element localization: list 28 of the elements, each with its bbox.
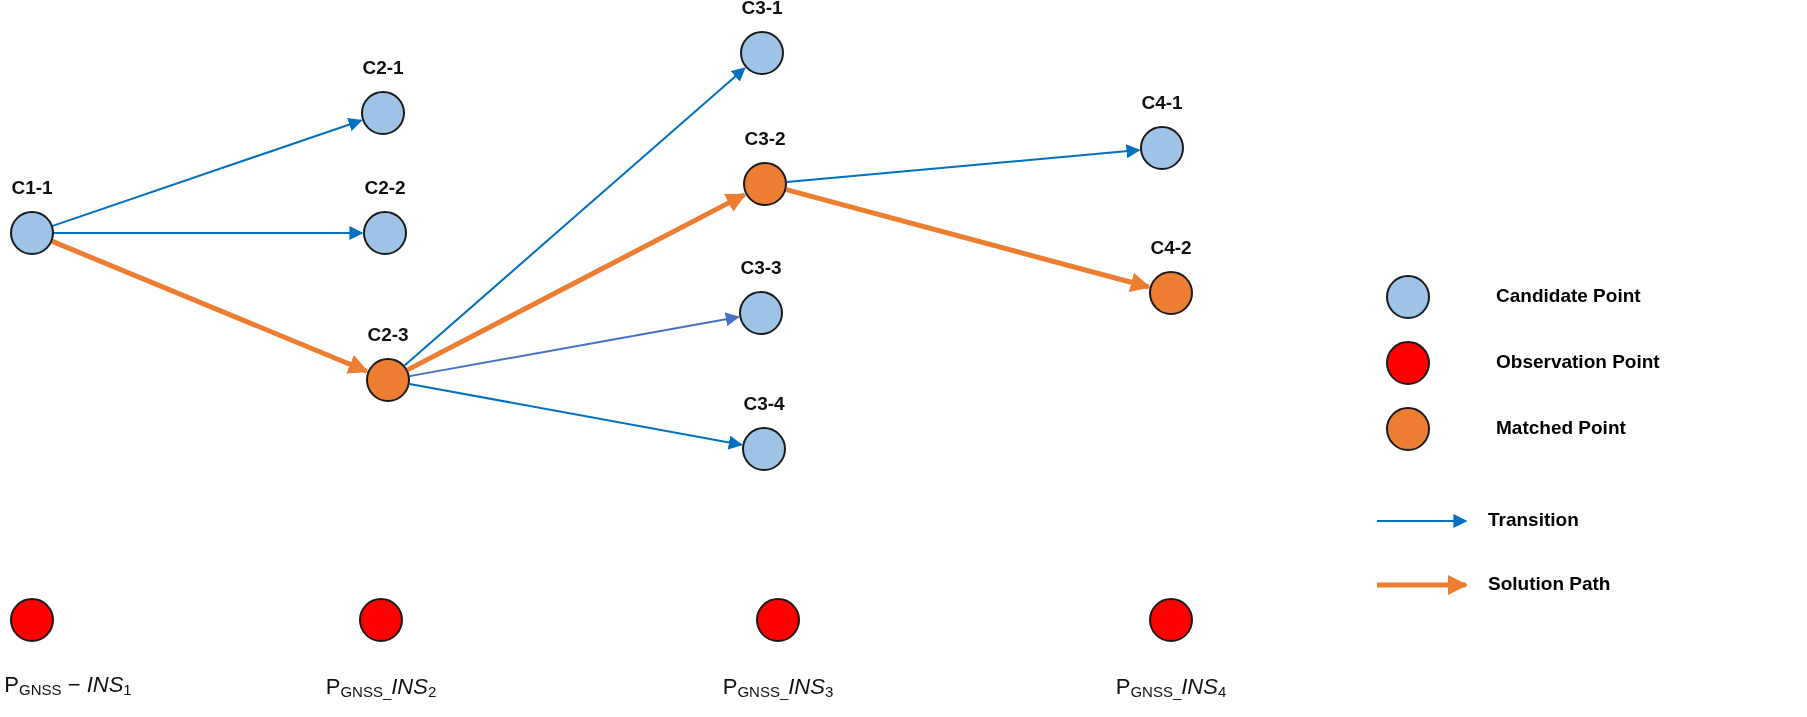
legend-label: Observation Point (1496, 351, 1660, 373)
solution-path-arrow (406, 192, 747, 373)
observation-label: P$_{GNSS_}$INS$_{2}$ (325, 674, 437, 700)
observation-label: P$_{GNSS_}$INS$_{3}$ (722, 674, 834, 700)
point-label: C1-1 (11, 177, 53, 199)
observation-label: P$_{GNSS_}$INS$_{4}$ (1115, 674, 1227, 700)
transition-arrow (785, 144, 1141, 183)
point-label: C2-1 (362, 57, 404, 79)
transition-arrow (53, 226, 364, 240)
legend-label: Matched Point (1496, 417, 1626, 439)
point-label: C4-1 (1141, 92, 1183, 114)
point-label: C3-3 (740, 257, 782, 279)
solution-path-arrow (785, 187, 1151, 293)
point-label: C4-2 (1150, 237, 1192, 259)
point-label: C3-1 (741, 0, 783, 19)
point-label: C2-3 (367, 324, 409, 346)
point-label: C3-4 (743, 393, 785, 415)
transition-arrow (403, 67, 746, 367)
legend-label: Solution Path (1488, 573, 1611, 595)
transition-arrow (51, 117, 363, 227)
point-label: C3-2 (744, 128, 786, 150)
point-label: C2-2 (364, 177, 406, 199)
solution-path-arrow (51, 239, 369, 374)
transition-arrow (408, 312, 740, 378)
legend-label: Candidate Point (1496, 285, 1641, 307)
legend-label: Transition (1488, 509, 1579, 531)
transition-arrow (408, 382, 743, 450)
observation-label: P$_{GNSS}$ − INS$_{1}$ (4, 672, 132, 698)
